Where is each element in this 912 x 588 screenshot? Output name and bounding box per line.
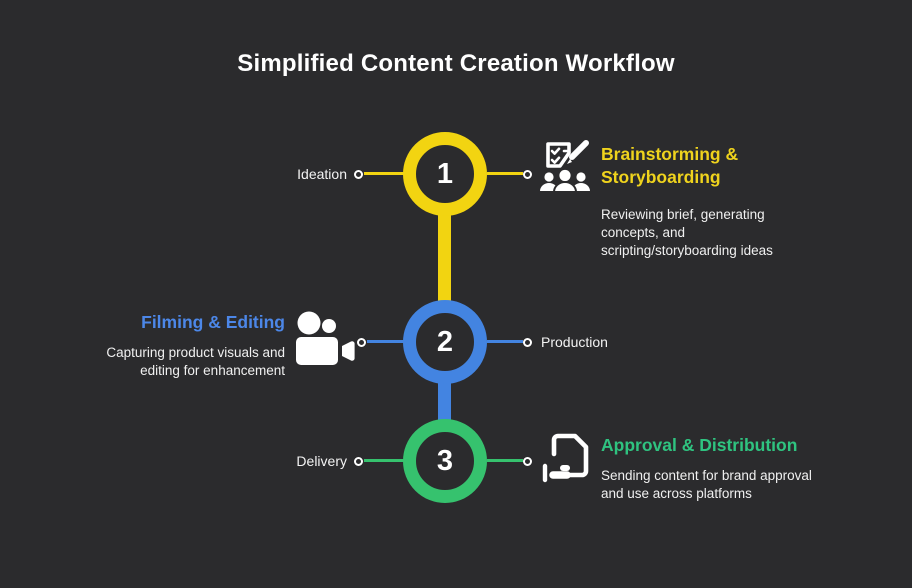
step-3-side-label-text: Delivery (296, 453, 347, 469)
document-approval-icon (540, 428, 592, 488)
step-1-description: Reviewing brief, generating concepts, an… (601, 207, 773, 258)
step-2-left-endpoint-ring (357, 338, 366, 347)
page-title: Simplified Content Creation Workflow (237, 50, 675, 77)
step-1-left-endpoint-ring (354, 170, 363, 179)
step-1-number: 1 (436, 157, 454, 190)
step-3-number: 3 (436, 444, 454, 477)
step-1-left-line (364, 172, 405, 175)
step-3-description: Sending content for brand approval and u… (601, 468, 812, 501)
step-3-heading: Approval & Distribution (601, 435, 798, 455)
step-1-heading: Brainstorming & Storyboarding (601, 144, 739, 187)
step-1-right-line (487, 172, 523, 175)
step-2-description: Capturing product visuals and editing fo… (106, 345, 285, 378)
checklist-people-icon (538, 139, 592, 195)
step-2-right-endpoint-ring (523, 338, 532, 347)
step-3-left-line (364, 459, 405, 462)
step-3-left-endpoint-ring (354, 457, 363, 466)
step-2-right-line (487, 340, 523, 343)
video-camera-icon (294, 310, 358, 368)
step-2-side-label-text: Production (541, 334, 608, 350)
step-1-node: 1 (403, 132, 487, 216)
step-2-left-line (367, 340, 405, 343)
step-3-right-endpoint-ring (523, 457, 532, 466)
step-2-side-label: Production (541, 333, 608, 351)
step-3-node: 3 (403, 419, 487, 503)
step-2-number: 2 (436, 325, 454, 358)
step-1-side-label-text: Ideation (297, 166, 347, 182)
step-2-heading: Filming & Editing (141, 312, 285, 332)
step-3-right-line (487, 459, 523, 462)
step-3-side-label: Delivery (245, 452, 347, 470)
step-2-node: 2 (403, 300, 487, 384)
step-1-side-label: Ideation (245, 165, 347, 183)
step-1-right-endpoint-ring (523, 170, 532, 179)
